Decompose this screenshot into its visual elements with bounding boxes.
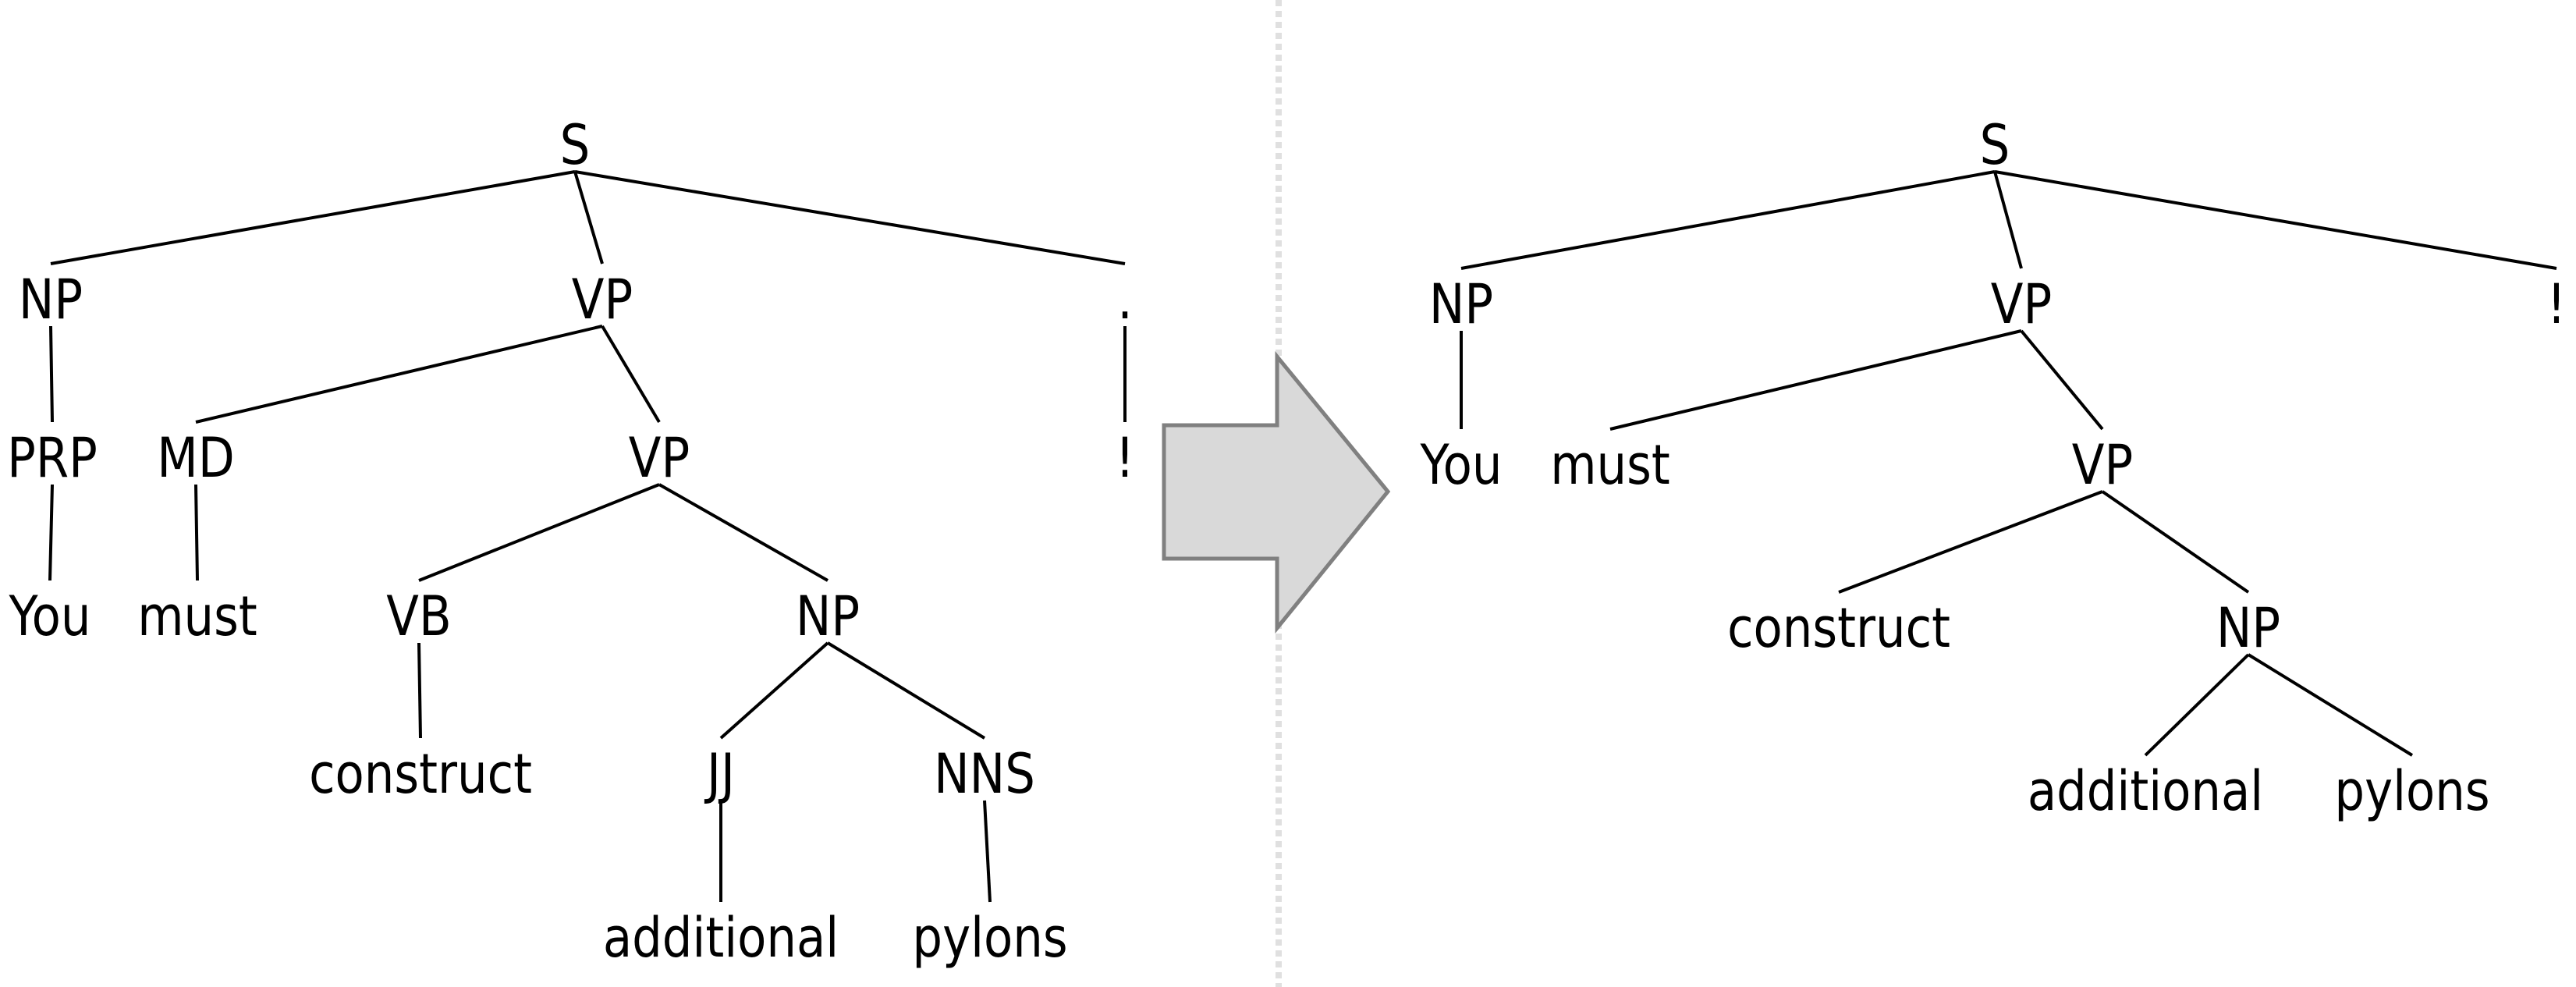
tree-node-vp2: VP [2072, 434, 2133, 497]
tree-edge-np2-pylons [2247, 653, 2414, 757]
tree-edge-np2-jj [719, 641, 829, 740]
tree-edge-vp2-np2 [2101, 490, 2250, 594]
tree-node-construct: construct [1727, 597, 1950, 660]
tree-edge-np1-prp [49, 325, 54, 423]
tree-node-excl: ! [1116, 427, 1134, 490]
tree-edge-vb-construct [417, 642, 422, 739]
tree-node-vp1: VP [572, 268, 633, 332]
tree-node-nns: NNS [934, 743, 1035, 806]
tree-edge-s-vp1 [573, 171, 604, 265]
tree-edge-vp2-vb [418, 483, 660, 582]
tree-node-np2: NP [796, 585, 860, 648]
tree-node-jj: JJ [704, 743, 735, 806]
tree-node-pylons: pylons [912, 907, 1067, 970]
tree-edge-nns-pylons [983, 800, 992, 903]
tree-edge-s-excl [1994, 170, 2557, 270]
tree-edge-s-np1 [50, 170, 576, 265]
tree-node-np2: NP [2216, 597, 2280, 660]
tree-edge-np2-additional [2144, 653, 2250, 757]
tree-node-additional: additional [603, 907, 839, 970]
tree-node-np1: NP [1429, 273, 1493, 336]
tree-node-construct: construct [309, 743, 532, 806]
tree-node-s: S [560, 114, 591, 177]
tree-node-prp: PRP [7, 427, 98, 490]
tree-node-md: MD [157, 427, 234, 490]
tree-edge-md-must [194, 484, 199, 581]
tree-edge-vp1-vp2 [2020, 329, 2104, 431]
tree-node-s: S [1980, 114, 2010, 177]
tree-edge-vp1-vp2 [601, 325, 661, 424]
tree-edge-vp2-np2 [658, 483, 829, 582]
tree-node-np1: NP [19, 268, 83, 332]
tree-node-punct: . [1117, 268, 1132, 332]
tree-edge-vp1-md [195, 325, 603, 424]
tree-edge-vp2-construct [1838, 490, 2103, 594]
tree-edge-vp1-must [1609, 329, 2022, 431]
tree-edge-s-punct [574, 170, 1126, 265]
tree-node-you: You [9, 585, 91, 648]
tree-edge-s-vp1 [1993, 171, 2023, 269]
tree-node-must: must [137, 585, 257, 648]
tree-edge-prp-you [48, 484, 54, 581]
tree-node-pylons: pylons [2334, 760, 2489, 823]
tree-node-additional: additional [2028, 760, 2263, 823]
tree-node-vp2: VP [629, 427, 690, 490]
tree-edge-s-np1 [1460, 170, 1996, 270]
transform-arrow-icon [1162, 351, 1391, 634]
tree-node-vp1: VP [1991, 273, 2052, 336]
tree-node-vb: VB [386, 585, 451, 648]
tree-node-must: must [1550, 434, 1670, 497]
tree-edge-np2-nns [826, 641, 986, 740]
tree-node-excl: ! [2547, 273, 2566, 336]
tree-node-you: You [1420, 434, 1503, 497]
